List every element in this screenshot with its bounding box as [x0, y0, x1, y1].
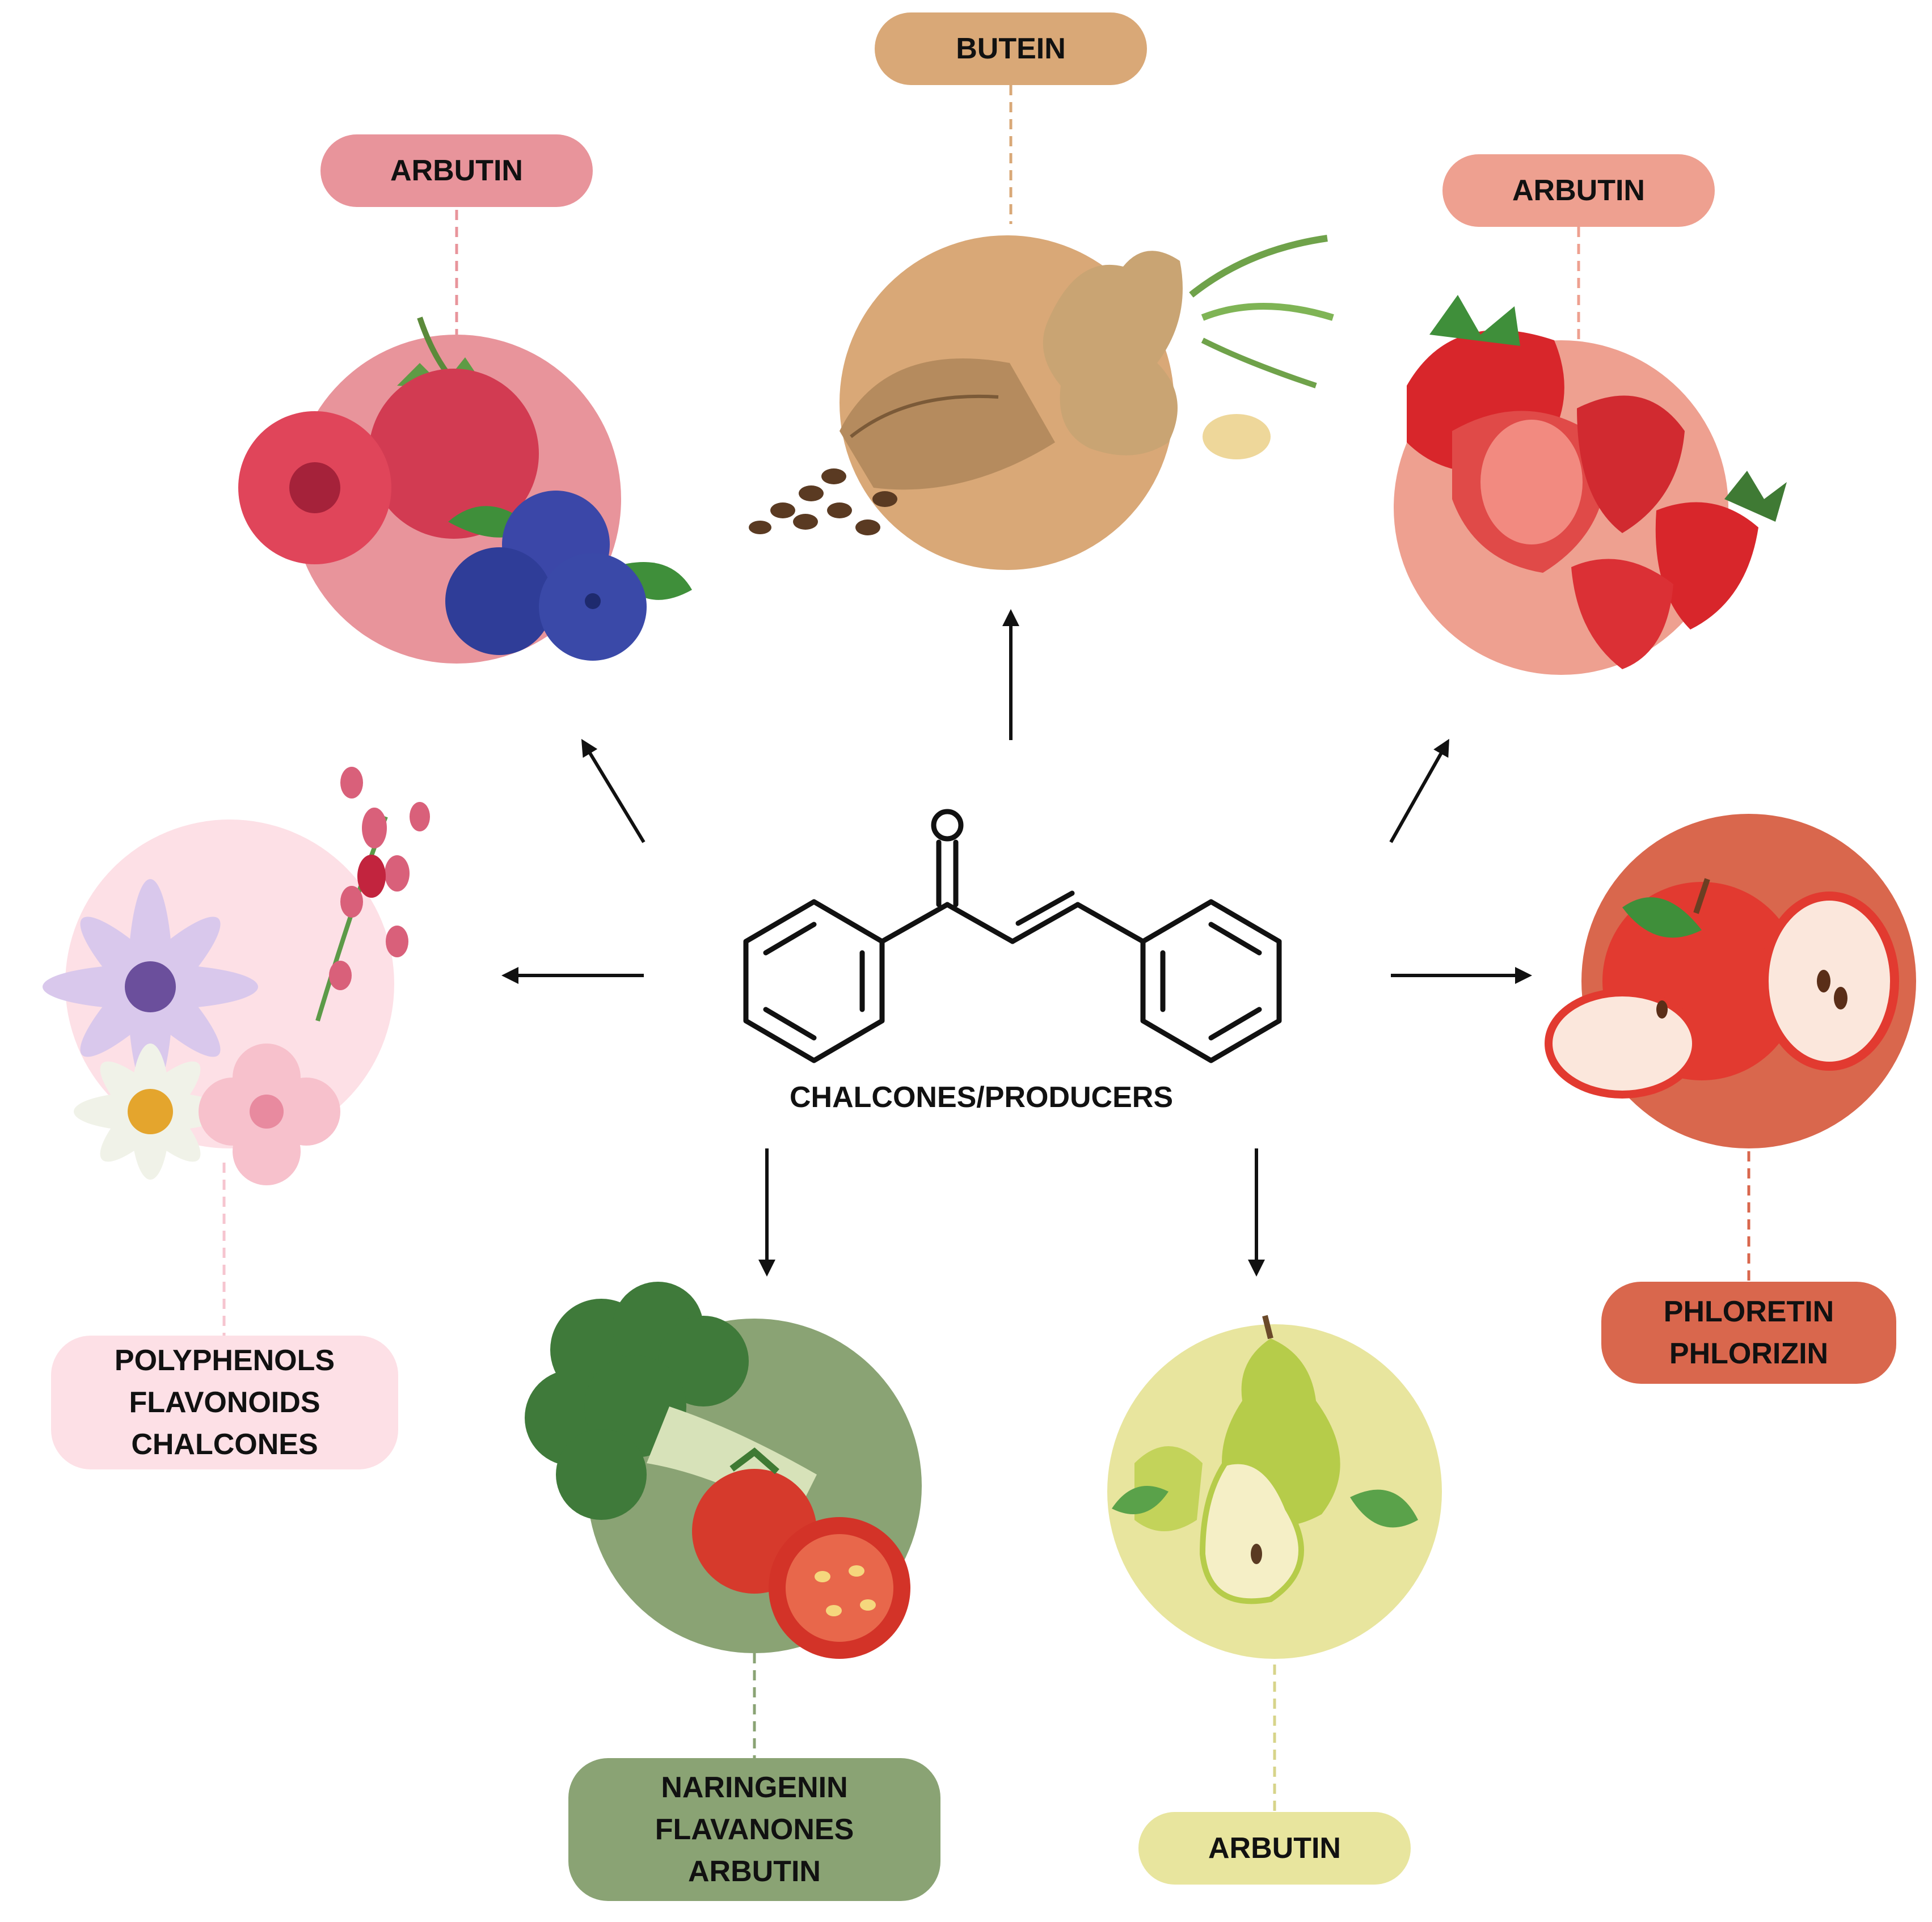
pill-line: ARBUTIN — [390, 154, 523, 187]
connectors — [222, 85, 1750, 1812]
pill-line: FLAVANONES — [655, 1813, 854, 1846]
label-berries: ARBUTIN — [320, 134, 593, 207]
arrow-to-strawberry — [1389, 738, 1449, 843]
label-pear: ARBUTIN — [1138, 1812, 1411, 1885]
pear-icon — [1107, 1315, 1442, 1659]
pill-line: ARBUTIN — [688, 1855, 821, 1888]
pill-line: PHLORETIN — [1663, 1295, 1834, 1328]
arrows — [501, 609, 1532, 1277]
strawberry-icon — [1394, 295, 1787, 675]
chalcone-structure — [743, 809, 1282, 1063]
pill-line: NARINGENIN — [661, 1771, 848, 1804]
apple-icon — [1545, 814, 1916, 1148]
arrow-to-berries — [581, 738, 646, 843]
label-coffee-ginger: BUTEIN — [875, 12, 1147, 85]
pill-line: ARBUTIN — [1512, 174, 1645, 207]
label-strawberry: ARBUTIN — [1442, 154, 1715, 227]
pill-line: ARBUTIN — [1208, 1832, 1341, 1865]
pill-line: CHALCONES — [131, 1428, 318, 1461]
label-flowers: POLYPHENOLS FLAVONOIDS CHALCONES — [51, 1336, 398, 1469]
broccoli-tomato-icon — [525, 1282, 922, 1659]
coffee-ginger-icon — [749, 235, 1334, 570]
label-apple: PHLORETIN PHLORIZIN — [1601, 1282, 1896, 1384]
flowers-icon — [43, 767, 430, 1185]
pill-line: FLAVONOIDS — [129, 1386, 320, 1419]
chalcones-producers-label: CHALCONES/PRODUCERS — [789, 1081, 1174, 1114]
pill-line: POLYPHENOLS — [114, 1344, 335, 1377]
label-broccoli-tomato: NARINGENIN FLAVANONES ARBUTIN — [568, 1758, 940, 1901]
raspberry-blueberry-icon — [238, 316, 692, 664]
pill-line: BUTEIN — [956, 32, 1066, 65]
pill-line: PHLORIZIN — [1669, 1337, 1829, 1370]
